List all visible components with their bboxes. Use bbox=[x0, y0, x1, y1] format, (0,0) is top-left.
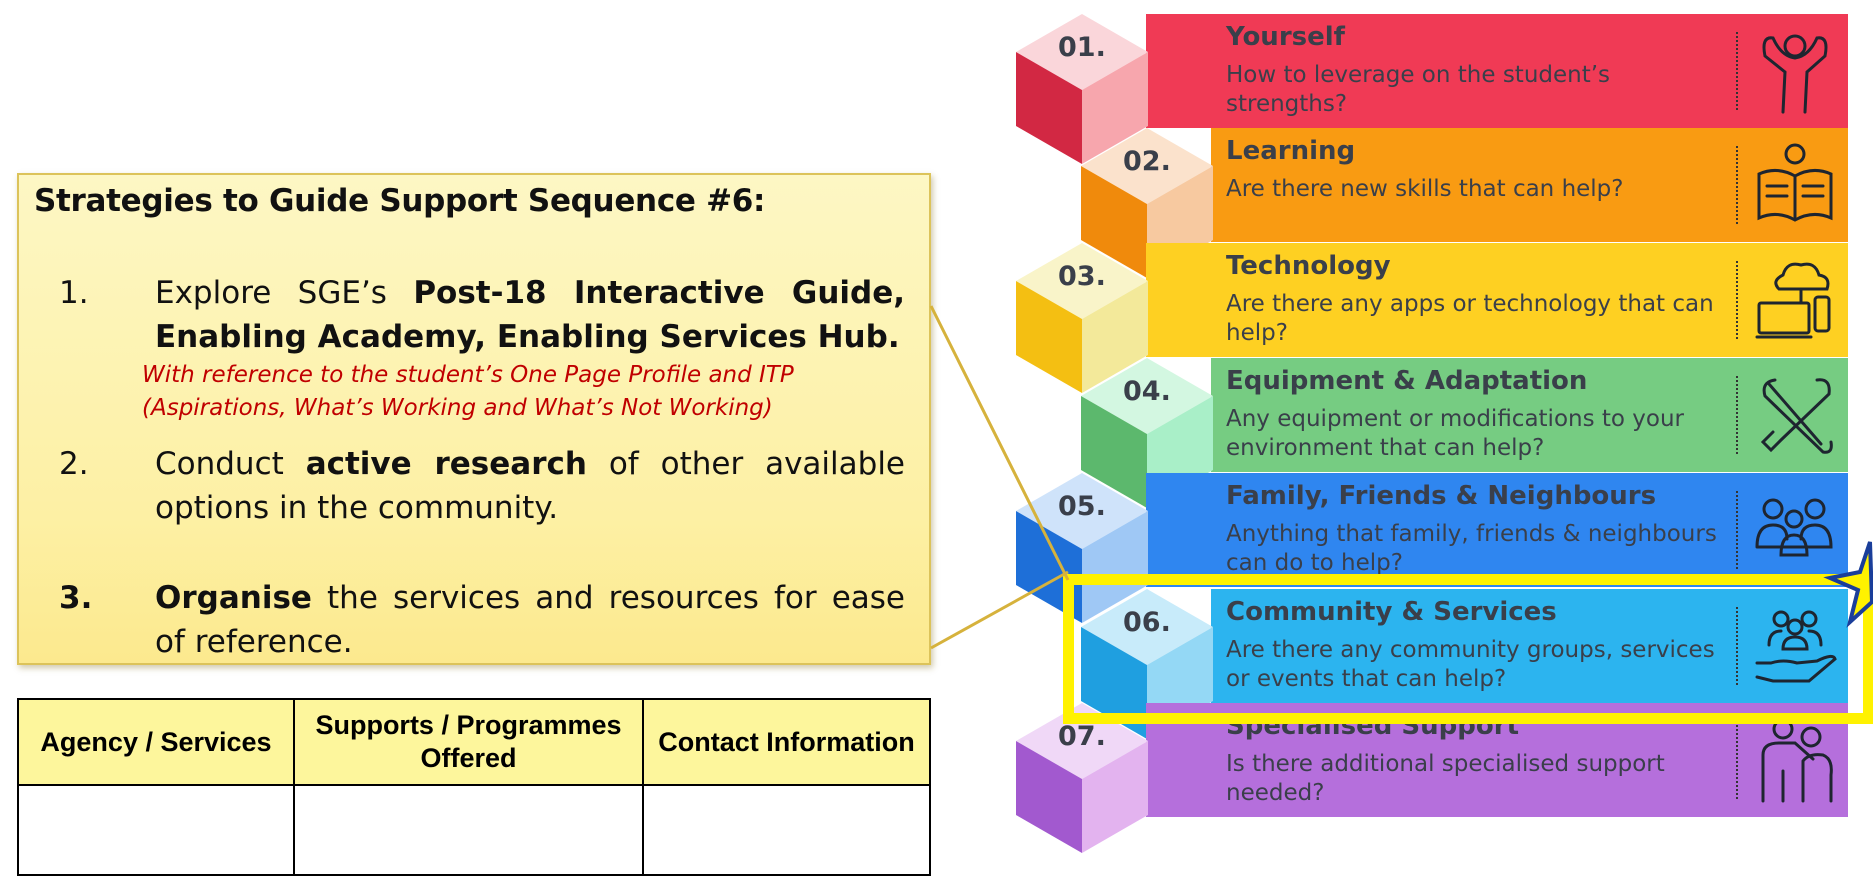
note-title: Strategies to Guide Support Sequence #6: bbox=[34, 183, 766, 219]
step-title: Family, Friends & Neighbours bbox=[1226, 481, 1657, 511]
support-person-icon bbox=[1761, 718, 1833, 803]
step-number: 06. bbox=[1123, 607, 1171, 638]
step-number: 02. bbox=[1123, 146, 1171, 177]
step-title: Community & Services bbox=[1226, 597, 1557, 627]
table-cell[interactable] bbox=[293, 784, 644, 876]
item-bold-text: Post-18 Interactive Guide, Enabling Acad… bbox=[155, 275, 906, 355]
book-lightbulb-icon bbox=[1757, 143, 1833, 222]
step-divider bbox=[1736, 32, 1738, 110]
item-text: of other available options in the commun… bbox=[155, 446, 906, 526]
table-header-row: Agency / Services Supports / Programmes … bbox=[17, 698, 931, 786]
step-band bbox=[1211, 128, 1848, 242]
table-header: Agency / Services bbox=[17, 698, 295, 786]
step-number: 01. bbox=[1058, 32, 1106, 63]
step-divider bbox=[1736, 261, 1738, 339]
step-band bbox=[1146, 14, 1848, 128]
item-number: 2. bbox=[59, 446, 89, 482]
step-description: Any equipment or modifications to your e… bbox=[1226, 406, 1685, 461]
step-band bbox=[1211, 358, 1848, 472]
reference-line: With reference to the student’s One Page… bbox=[142, 362, 794, 388]
table-header: Contact Information bbox=[642, 698, 931, 786]
table-header: Supports / Programmes Offered bbox=[293, 698, 644, 786]
step-band bbox=[1146, 473, 1848, 587]
community-hand-icon bbox=[1755, 610, 1837, 683]
step-description: Are there any apps or technology that ca… bbox=[1226, 291, 1714, 346]
cloud-devices-icon bbox=[1755, 262, 1831, 339]
step-description: Are there new skills that can help? bbox=[1226, 176, 1624, 202]
item-text: Conduct bbox=[155, 446, 306, 482]
item-number: 1. bbox=[59, 275, 89, 311]
reference-line: (Aspirations, What’s Working and What’s … bbox=[142, 395, 773, 421]
step-divider bbox=[1736, 721, 1738, 799]
step-divider bbox=[1736, 376, 1738, 454]
step-cube bbox=[1081, 358, 1213, 508]
contacts-table: Agency / Services Supports / Programmes … bbox=[17, 698, 931, 876]
step-title: Equipment & Adaptation bbox=[1226, 366, 1588, 396]
step-band bbox=[1146, 243, 1848, 357]
tools-icon bbox=[1760, 378, 1833, 454]
step-description: How to leverage on the student’s strengt… bbox=[1226, 62, 1611, 117]
star-icon bbox=[1823, 541, 1873, 628]
step-description: Anything that family, friends & neighbou… bbox=[1226, 521, 1717, 576]
strategy-note: Strategies to Guide Support Sequence #6:… bbox=[17, 173, 931, 665]
step-number: 07. bbox=[1058, 721, 1106, 752]
family-icon bbox=[1755, 498, 1833, 557]
strength-icon bbox=[1762, 34, 1828, 114]
step-title: Technology bbox=[1226, 251, 1391, 281]
item-number: 3. bbox=[59, 580, 93, 616]
table-row bbox=[17, 784, 931, 876]
item-bold-text: Organise bbox=[155, 580, 312, 616]
step-title: Yourself bbox=[1226, 22, 1345, 52]
step-divider bbox=[1736, 607, 1738, 685]
highlight-frame bbox=[1063, 574, 1873, 724]
step-description: Is there additional specialised support … bbox=[1226, 751, 1665, 806]
step-cube bbox=[1016, 14, 1148, 164]
step-number: 04. bbox=[1123, 376, 1171, 407]
item-text: Explore SGE’s bbox=[155, 275, 414, 311]
step-divider bbox=[1736, 146, 1738, 224]
item-text: the services and resources for ease of r… bbox=[155, 580, 905, 660]
step-title: Learning bbox=[1226, 136, 1356, 166]
table-cell[interactable] bbox=[642, 784, 931, 876]
table-cell[interactable] bbox=[17, 784, 295, 876]
step-number: 05. bbox=[1058, 491, 1106, 522]
step-description: Are there any community groups, services… bbox=[1226, 637, 1715, 692]
step-divider bbox=[1736, 491, 1738, 569]
item-bold-text: active research bbox=[305, 446, 587, 482]
step-number: 03. bbox=[1058, 261, 1106, 292]
step-band bbox=[1211, 589, 1848, 703]
